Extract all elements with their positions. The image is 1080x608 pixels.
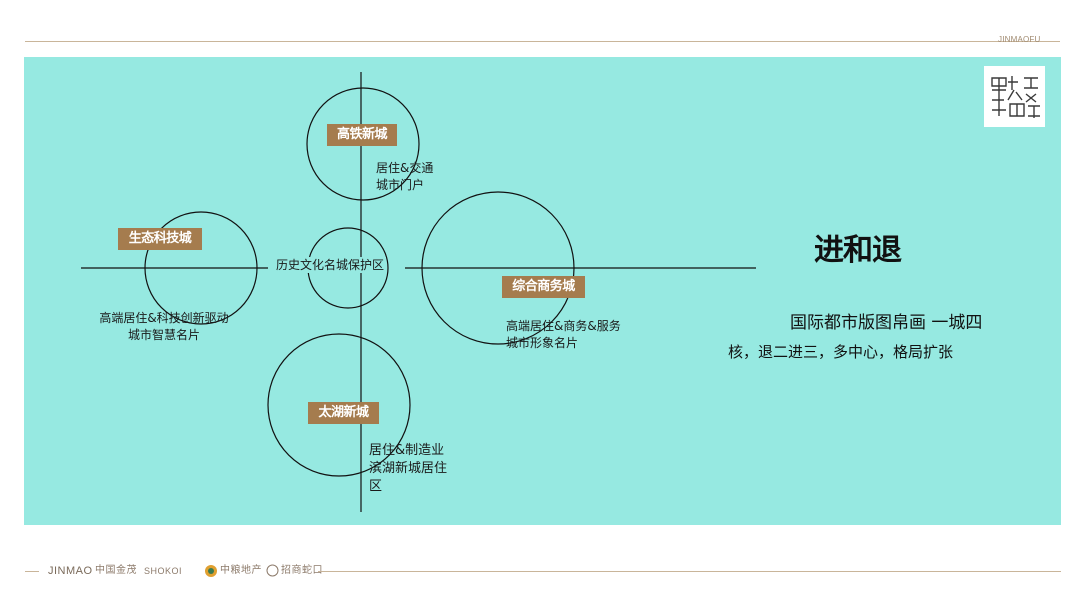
desc-line: 居住&交通 bbox=[376, 161, 434, 175]
circle-taihu bbox=[267, 333, 411, 477]
footer-logo-shokoi: SHOKOI bbox=[144, 566, 183, 576]
header-rule bbox=[25, 41, 1060, 42]
footer-logo-zhongliang: 中粮地产 bbox=[220, 565, 262, 576]
desc-taihu: 居住&制造业 滨湖新城居住 区 bbox=[369, 442, 447, 496]
desc-gaotie: 居住&交通 城市门户 bbox=[376, 160, 433, 194]
tag-zonghe: 综合商务城 bbox=[502, 276, 585, 298]
desc-line: 居住&制造业 bbox=[369, 443, 445, 458]
cofco-logo-icon bbox=[205, 565, 217, 577]
footer-logo-zhongguojinmao: 中国金茂 bbox=[95, 565, 137, 576]
footer-rule-right bbox=[318, 571, 1061, 572]
desc-line: 区 bbox=[369, 479, 383, 494]
seal-icon bbox=[991, 76, 1040, 118]
center-label: 历史文化名城保护区 bbox=[274, 257, 387, 273]
desc-shengtai: 高端居住&科技创新驱动 城市智慧名片 bbox=[90, 310, 238, 344]
desc-line: 高端居住&科技创新驱动 bbox=[99, 311, 229, 325]
footer-rule-left bbox=[25, 571, 39, 572]
circle-shengtai bbox=[144, 211, 258, 325]
desc-zonghe: 高端居住&商务&服务 城市形象名片 bbox=[506, 318, 621, 352]
cmsk-logo-icon bbox=[266, 564, 279, 577]
seal-logo bbox=[984, 66, 1045, 127]
tag-shengtai: 生态科技城 bbox=[118, 228, 202, 250]
desc-line: 城市智慧名片 bbox=[127, 328, 200, 342]
desc-line: 城市形象名片 bbox=[506, 336, 579, 350]
desc-line: 滨湖新城居住 bbox=[369, 461, 448, 476]
circle-gaotie bbox=[306, 87, 420, 201]
side-line-1: 国际都市版图帛画 一城四 bbox=[790, 313, 983, 333]
circle-zonghe bbox=[421, 191, 575, 345]
footer-logo-zhaoshang: 招商蛇口 bbox=[281, 565, 323, 576]
tag-gaotie: 高铁新城 bbox=[327, 124, 397, 146]
brand-label: JINMAOFU bbox=[998, 35, 1041, 44]
desc-line: 高端居住&商务&服务 bbox=[506, 319, 621, 333]
footer-logo-jinmao: JINMAO bbox=[48, 565, 93, 577]
side-title: 进和退 bbox=[814, 233, 902, 268]
tag-taihu: 太湖新城 bbox=[308, 402, 379, 424]
side-line-2: 核，退二进三，多中心，格局扩张 bbox=[728, 343, 954, 361]
desc-line: 城市门户 bbox=[376, 178, 425, 192]
